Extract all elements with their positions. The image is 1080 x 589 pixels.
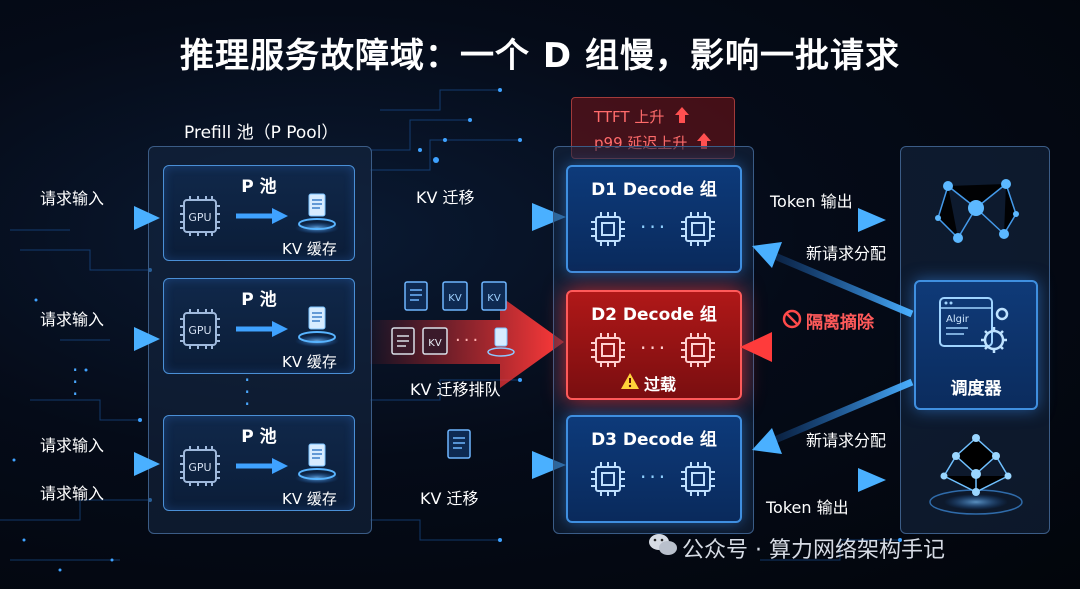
token-output-arrow-icon [752,468,886,492]
page-title: 推理服务故障域：一个 D 组慢，影响一批请求 [180,36,900,76]
algorithm-settings-icon: Algir [939,297,1009,353]
svg-text:KV: KV [487,293,501,304]
kv-cache-label: KV 缓存 [282,240,337,258]
arrow-up-icon [697,133,711,149]
gpu-label: GPU [188,461,211,474]
decode-group-title: D3 Decode 组 [591,430,717,450]
kv-cache-icon [487,327,515,357]
chip-icon [591,212,625,246]
assign-request-label: 新请求分配 [806,431,887,450]
chip-icon [681,333,715,367]
request-input-label: 请求输入 [40,484,105,503]
ellipsis-icon: ··· [640,215,669,239]
token-output-arrow-icon [752,208,886,232]
gpu-chip-icon: GPU [180,196,220,236]
prefill-pool-label: Prefill 池（P Pool） [184,123,339,143]
p-pool-title: P 池 [241,290,277,310]
ttft-alert-text: TTFT 上升 [594,108,665,126]
decode-group-title: D1 Decode 组 [591,180,717,200]
isolate-label: 隔离摘除 [806,313,874,333]
gpu-chip-icon: GPU [180,309,220,349]
request-input-label: 请求输入 [40,436,105,455]
kv-document-icon: KV [442,281,468,311]
scheduler-box: Algir 调度器 [914,280,1038,410]
ellipsis-vertical-icon: ··· [72,358,81,406]
ellipsis-icon: ··· [455,330,482,351]
gpu-label: GPU [188,324,211,337]
ellipsis-vertical-icon: ··· [244,368,253,416]
kv-cache-label: KV 缓存 [282,353,337,371]
ellipsis-icon: ··· [640,336,669,360]
p-pool-box: P 池 GPU KV 缓存 [163,415,355,511]
assign-arrow-icon [752,242,914,318]
kv-queue-arrow-icon [370,296,564,388]
assign-request-label: 新请求分配 [806,244,887,263]
decode-group-title: D2 Decode 组 [591,305,717,325]
kv-migration-arrow-icon [372,203,566,231]
warning-icon [621,373,639,389]
kv-migration-label: KV 迁移 [416,188,475,207]
chip-icon [681,462,715,496]
p-pool-title: P 池 [241,427,277,447]
ellipsis-icon: ··· [640,465,669,489]
p-pool-box: P 池 GPU KV 缓存 [163,278,355,374]
watermark-text: 公众号 · 算力网络架构手记 [682,538,945,563]
scheduler-label: 调度器 [950,379,1002,399]
assign-arrow-icon [752,378,914,454]
arrow-right-icon [236,458,288,474]
arrow-right-icon [236,208,288,224]
token-output-label: Token 输出 [770,192,853,211]
overload-label: 过载 [644,375,677,394]
p-pool-box: P 池 GPU KV 缓存 [163,165,355,261]
request-input-label: 请求输入 [40,310,105,329]
decode-group-d3: D3 Decode 组 ··· [566,415,742,523]
arrow-up-icon [675,107,689,123]
chip-icon [681,212,715,246]
kv-cache-icon [295,193,339,234]
network-graph-icon [935,179,1019,243]
svg-text:Algir: Algir [946,314,970,325]
svg-text:KV: KV [428,338,442,349]
wechat-icon [649,534,677,555]
document-icon [447,429,471,459]
input-arrow-icon [0,206,160,230]
kv-cache-icon [295,306,339,347]
request-input-label: 请求输入 [40,189,105,208]
kv-cache-label: KV 缓存 [282,490,337,508]
kv-cache-icon [295,443,339,484]
chip-icon [591,462,625,496]
document-icon [404,281,428,311]
network-platform-icon [929,434,1023,515]
input-arrow-icon [0,327,160,351]
kv-migration-arrow-icon [372,451,566,479]
token-output-label: Token 输出 [766,498,849,517]
prohibited-icon [782,309,802,329]
svg-text:KV: KV [448,293,462,304]
kv-migration-label: KV 迁移 [420,489,479,508]
gpu-chip-icon: GPU [180,446,220,486]
decode-group-d1: D1 Decode 组 ··· [566,165,742,273]
arrow-right-icon [236,321,288,337]
kv-document-icon: KV [422,327,448,355]
chip-icon [591,333,625,367]
p-pool-title: P 池 [241,177,277,197]
input-arrow-icon [0,452,160,476]
document-icon [391,327,415,355]
kv-document-icon: KV [481,281,507,311]
gpu-label: GPU [188,211,211,224]
kv-queue-label: KV 迁移排队 [410,380,501,399]
isolate-arrow-icon [740,332,914,362]
decode-group-d2: D2 Decode 组 ··· 过载 [566,290,742,400]
